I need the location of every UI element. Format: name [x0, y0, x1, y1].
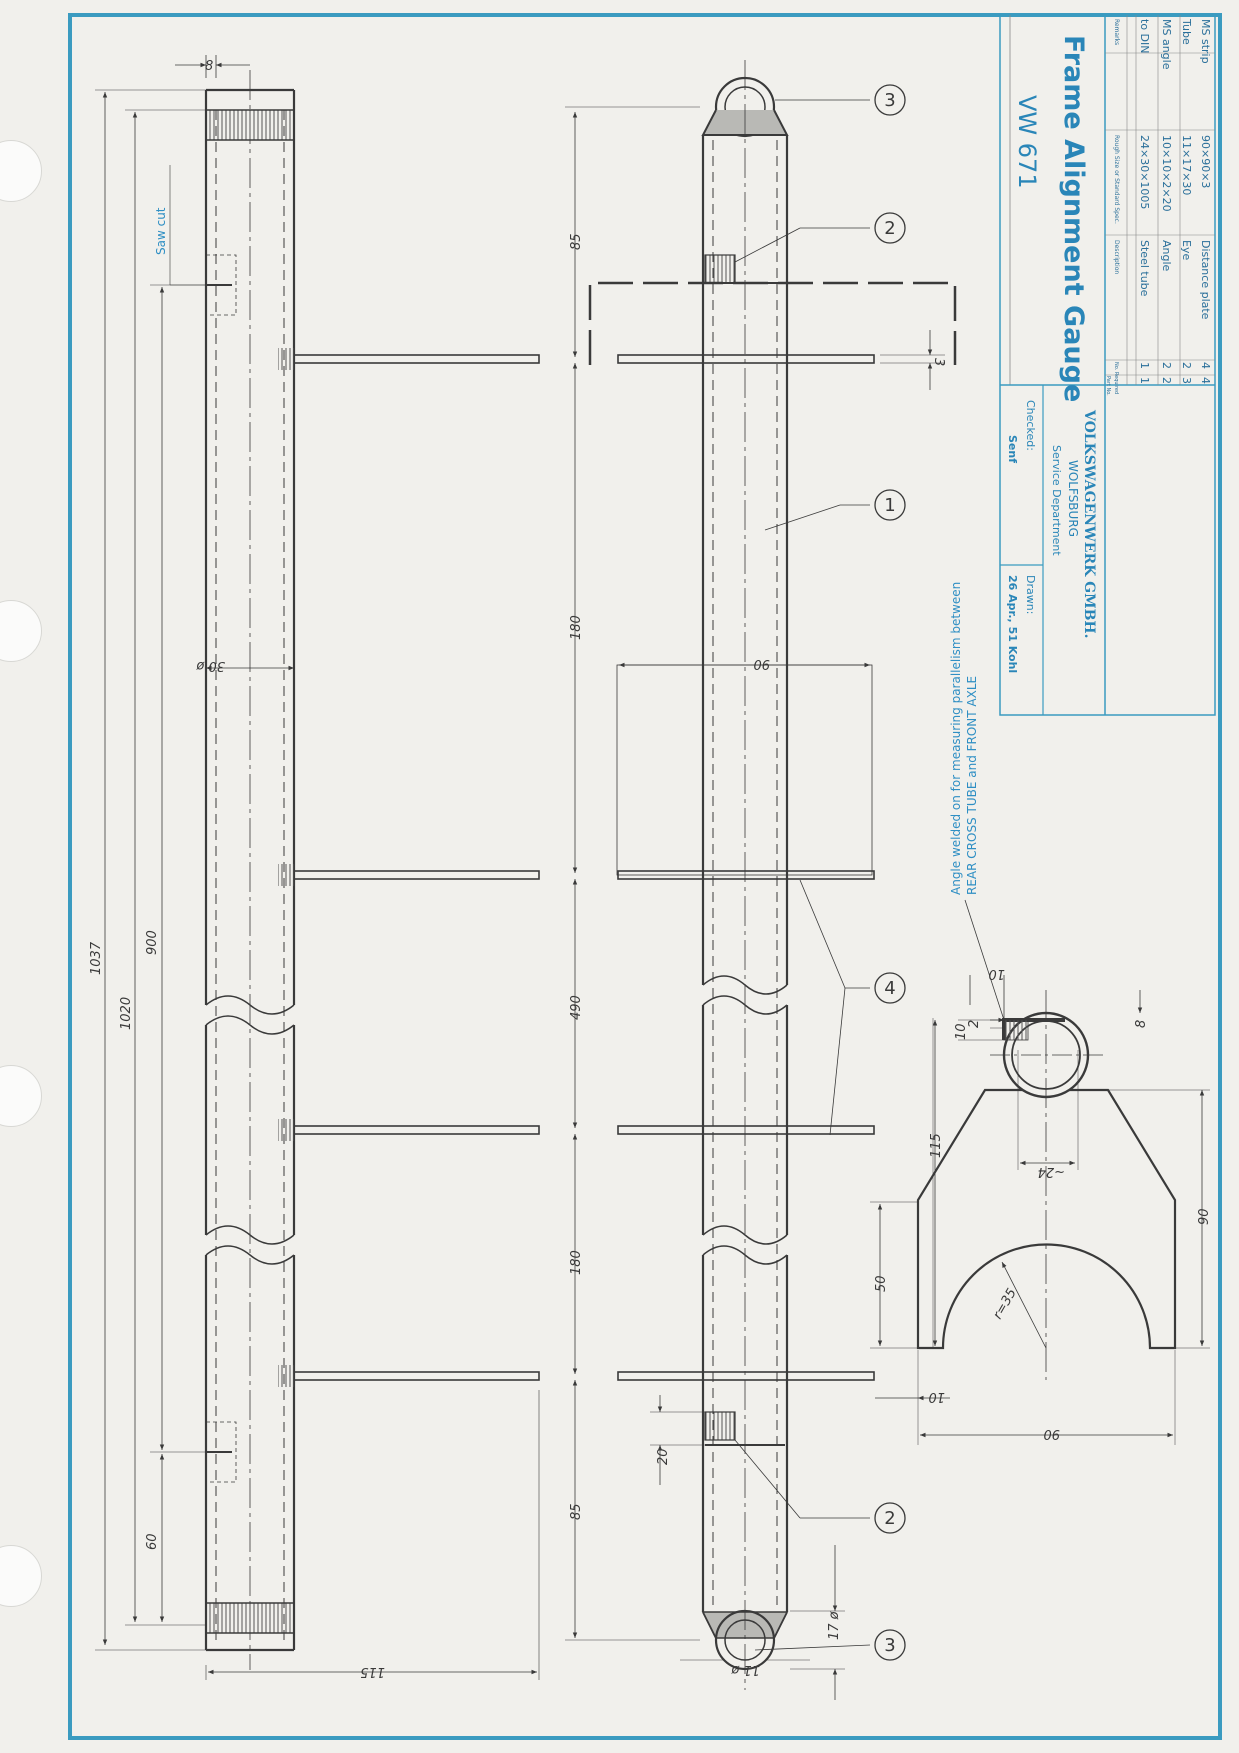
sheet-border [68, 13, 1222, 1740]
part-row-1-size: 24×30×1005 [1138, 135, 1151, 209]
dim-90-plate: 90 [753, 656, 770, 671]
dim-3: 3 [931, 358, 946, 366]
part-row-2-remarks: MS angle [1160, 19, 1173, 70]
balloon-4-label: 4 [884, 978, 895, 999]
dim-90-bottom: 90 [1043, 1426, 1060, 1441]
title-block: MS strip 90×90×3 Distance plate 4 4 Tube… [999, 14, 1216, 716]
header-size: Rough Size or Standard Spec. [1113, 135, 1120, 224]
balloon-3-top-label: 3 [884, 90, 895, 111]
dim-50: 50 [874, 1275, 889, 1292]
part-row-4-remarks: MS strip [1199, 19, 1212, 64]
drawing-title: Frame Alignment Gauge [1058, 35, 1089, 402]
part-row-4-description: Distance plate [1199, 240, 1212, 320]
part-row-2-size: 10×10×2×20 [1160, 135, 1173, 212]
part-row-2-part: 2 [1160, 377, 1173, 384]
dim-10-a: 10 [988, 966, 1005, 981]
header-remarks: Remarks [1113, 19, 1120, 45]
dim-490: 490 [569, 995, 584, 1020]
balloon-1 [874, 489, 906, 521]
part-row-1-remarks: to DIN [1138, 19, 1151, 53]
part-row-3-part: 3 [1180, 377, 1193, 384]
balloon-1-label: 1 [884, 495, 895, 516]
header-part-no: Part No. [1105, 376, 1111, 396]
dim-85-bottom: 85 [569, 1503, 584, 1520]
dim-r35: r=35 [990, 1286, 1019, 1322]
part-row-4-qty: 4 [1199, 362, 1212, 369]
dim-180-top: 180 [569, 615, 584, 640]
drawn-label: Drawn: [1024, 575, 1037, 614]
part-row-4-size: 90×90×3 [1199, 135, 1212, 188]
dim-17-dia: 17 ø [827, 1610, 842, 1640]
part-row-2-qty: 2 [1160, 362, 1173, 369]
dim-115-bottom: 115 [360, 1664, 385, 1679]
dim-1020: 1020 [119, 997, 134, 1030]
dim-900: 900 [145, 930, 160, 955]
part-row-1-description: Steel tube [1138, 240, 1151, 297]
part-row-2-description: Angle [1160, 240, 1173, 272]
dim-180-bottom: 180 [569, 1250, 584, 1275]
dim-10-c: 10 [928, 1389, 945, 1404]
dim-20: 20 [656, 1448, 671, 1465]
checked-value: Senf [1006, 435, 1019, 463]
part-row-3-description: Eye [1180, 240, 1193, 260]
balloon-2-top-label: 2 [884, 218, 895, 239]
part-row-4-part: 4 [1199, 377, 1212, 384]
middle-tube-view [565, 60, 957, 1700]
balloon-4 [874, 972, 906, 1004]
balloon-3-top [874, 84, 906, 116]
dim-2: 2 [967, 1020, 982, 1028]
dim-1037: 1037 [89, 941, 104, 975]
dim-8-right: 8 [1134, 1020, 1149, 1028]
company-name: VOLKSWAGENWERK GMBH. [1081, 409, 1097, 639]
dim-85-top: 85 [569, 233, 584, 250]
note-line-2: REAR CROSS TUBE and FRONT AXLE [965, 676, 979, 895]
dim-24: ~24 [1038, 1164, 1065, 1179]
company-city: WOLFSBURG [1066, 460, 1080, 537]
checked-label: Checked: [1024, 400, 1037, 451]
dim-60: 60 [145, 1533, 160, 1550]
dim-115-right: 115 [929, 1133, 944, 1158]
balloon-2-bottom [874, 1502, 906, 1534]
header-description: Description [1113, 240, 1120, 274]
saw-cut-label: Saw cut [154, 207, 168, 255]
note-line-1: Angle welded on for measuring parallelis… [949, 582, 963, 895]
company-department: Service Department [1050, 445, 1063, 556]
distance-plate-view [870, 899, 1210, 1445]
drawing-number: VW 671 [1013, 95, 1041, 189]
balloon-3-bottom [874, 1629, 906, 1661]
part-row-3-qty: 2 [1180, 362, 1193, 369]
header-no-required: No. Required [1113, 362, 1119, 394]
balloons [874, 84, 906, 1661]
dim-30-dia: 30 ø [195, 658, 225, 673]
balloon-2-top [874, 212, 906, 244]
part-row-3-size: 11×17×30 [1180, 135, 1193, 195]
dim-90-right: 90 [1197, 1208, 1212, 1225]
left-tube-view [95, 55, 540, 1680]
part-row-3-remarks: Tube [1180, 18, 1193, 45]
dim-11-dia: 11 ø [730, 1662, 760, 1677]
dim-10-b: 10 [954, 1023, 969, 1040]
balloon-3-bottom-label: 3 [884, 1635, 895, 1656]
part-row-1-part: 1 [1138, 377, 1151, 384]
drawn-value: 26 Apr., 51 Kohl [1006, 575, 1019, 673]
part-row-1-qty: 1 [1138, 362, 1151, 369]
dim-8-top: 8 [205, 59, 213, 74]
balloon-2-bottom-label: 2 [884, 1508, 895, 1529]
